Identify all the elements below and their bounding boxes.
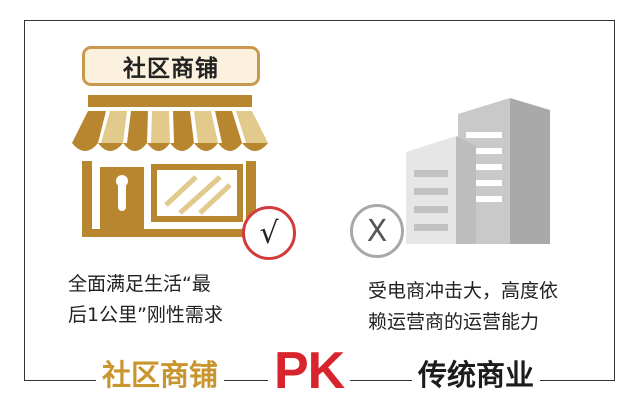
check-mark-icon: √ bbox=[242, 206, 296, 260]
frame-top-line bbox=[24, 20, 615, 21]
right-desc-line1: 受电商冲击大，高度依 bbox=[368, 280, 559, 302]
office-building-icon bbox=[406, 98, 550, 244]
left-description: 全面满足生活“最 后1公里”刚性需求 bbox=[68, 269, 223, 331]
frame-left-line bbox=[24, 20, 25, 381]
storefront-icon bbox=[72, 95, 268, 237]
x-mark-icon: X bbox=[350, 204, 404, 258]
store-label-box: 社区商铺 bbox=[82, 46, 260, 86]
frame-right-line bbox=[614, 20, 615, 381]
pk-label: PK bbox=[268, 340, 351, 402]
left-desc-line1: 全面满足生活“最 bbox=[68, 273, 211, 295]
right-desc-line2: 赖运营商的运营能力 bbox=[368, 311, 540, 333]
left-desc-line2: 后1公里”刚性需求 bbox=[68, 304, 223, 326]
bottom-title-traditional-commerce: 传统商业 bbox=[412, 355, 541, 395]
right-description: 受电商冲击大，高度依 赖运营商的运营能力 bbox=[368, 276, 558, 338]
bottom-title-community-shops: 社区商铺 bbox=[96, 355, 225, 395]
